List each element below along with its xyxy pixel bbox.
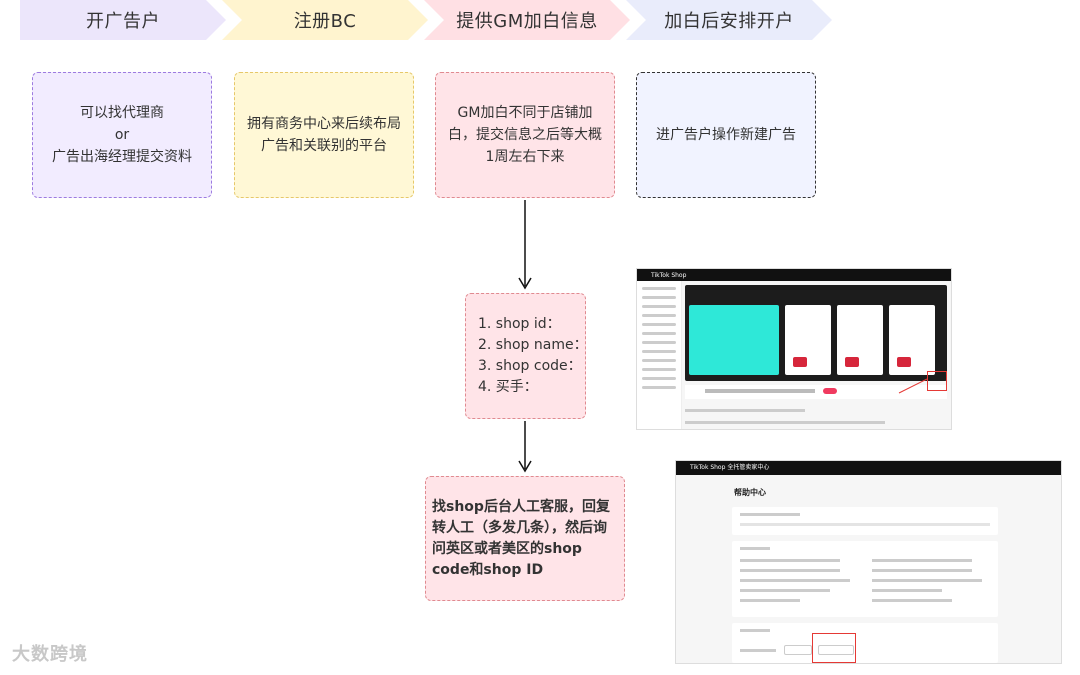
down-arrow-1 [515,200,535,292]
box-line: 广告出海经理提交资料 [52,146,192,168]
required-info-box: 1. shop id： 2. shop name： 3. shop code： … [465,293,586,419]
step-chevron-4: 加白后安排开户 [626,0,832,40]
bc-purpose-box: 拥有商务中心来后续布局广告和关联别的平台 [234,72,414,198]
seller-center-dashboard-screenshot: TikTok Shop [636,268,952,430]
highlight-rect [927,371,947,391]
screenshot-heading: 帮助中心 [734,487,766,498]
screenshot-row [685,409,805,412]
step-label: 加白后安排开户 [626,0,832,40]
step-label: 开广告户 [20,0,226,40]
box-text: 拥有商务中心来后续布局广告和关联别的平台 [243,113,405,157]
create-ad-box: 进广告户操作新建广告 [636,72,816,198]
step-chevron-1: 开广告户 [20,0,226,40]
list-item: 1. shop id： [478,314,588,335]
step-chevron-2: 注册BC [222,0,428,40]
box-line: 可以找代理商 [52,102,192,124]
screenshot-cyan-card [689,305,779,375]
screenshot-topbar: TikTok Shop [637,269,951,281]
highlight-rect [812,633,856,663]
agent-or-manager-box: 可以找代理商 or 广告出海经理提交资料 [32,72,212,198]
box-text: 进广告户操作新建广告 [656,124,796,146]
screenshot-card [785,305,831,375]
step-label: 注册BC [222,0,428,40]
help-center-screenshot: TikTok Shop 全托管卖家中心 帮助中心 [675,460,1062,664]
list-item: 3. shop code： [478,356,588,377]
list-item: 4. 买手： [478,377,588,398]
watermark-logo: 大数跨境 [12,640,88,666]
step-chevron-3: 提供GM加白信息 [424,0,630,40]
step-label: 提供GM加白信息 [424,0,630,40]
down-arrow-2 [515,421,535,475]
screenshot-sidebar [637,281,682,429]
box-text: 找shop后台人工客服，回复转人工（多发几条），然后询问英区或者美区的shop … [432,497,618,581]
highlight-arrow [897,377,929,395]
gm-whitelist-box: GM加白不同于店铺加白，提交信息之后等大概1周左右下来 [435,72,615,198]
screenshot-button [784,645,812,655]
list-item: 2. shop name： [478,335,588,356]
customer-service-box: 找shop后台人工客服，回复转人工（多发几条），然后询问英区或者美区的shop … [425,476,625,601]
required-info-list: 1. shop id： 2. shop name： 3. shop code： … [478,314,588,398]
screenshot-app-title: TikTok Shop 全托管卖家中心 [690,461,769,475]
screenshot-search-block [732,507,998,535]
screenshot-row [685,421,885,424]
box-line: or [52,124,192,146]
screenshot-topbar: TikTok Shop 全托管卖家中心 [676,461,1061,475]
screenshot-card [889,305,935,375]
screenshot-support-block [732,623,998,663]
screenshot-faq-block [732,541,998,617]
box-text: GM加白不同于店铺加白，提交信息之后等大概1周左右下来 [444,102,606,168]
screenshot-card [837,305,883,375]
